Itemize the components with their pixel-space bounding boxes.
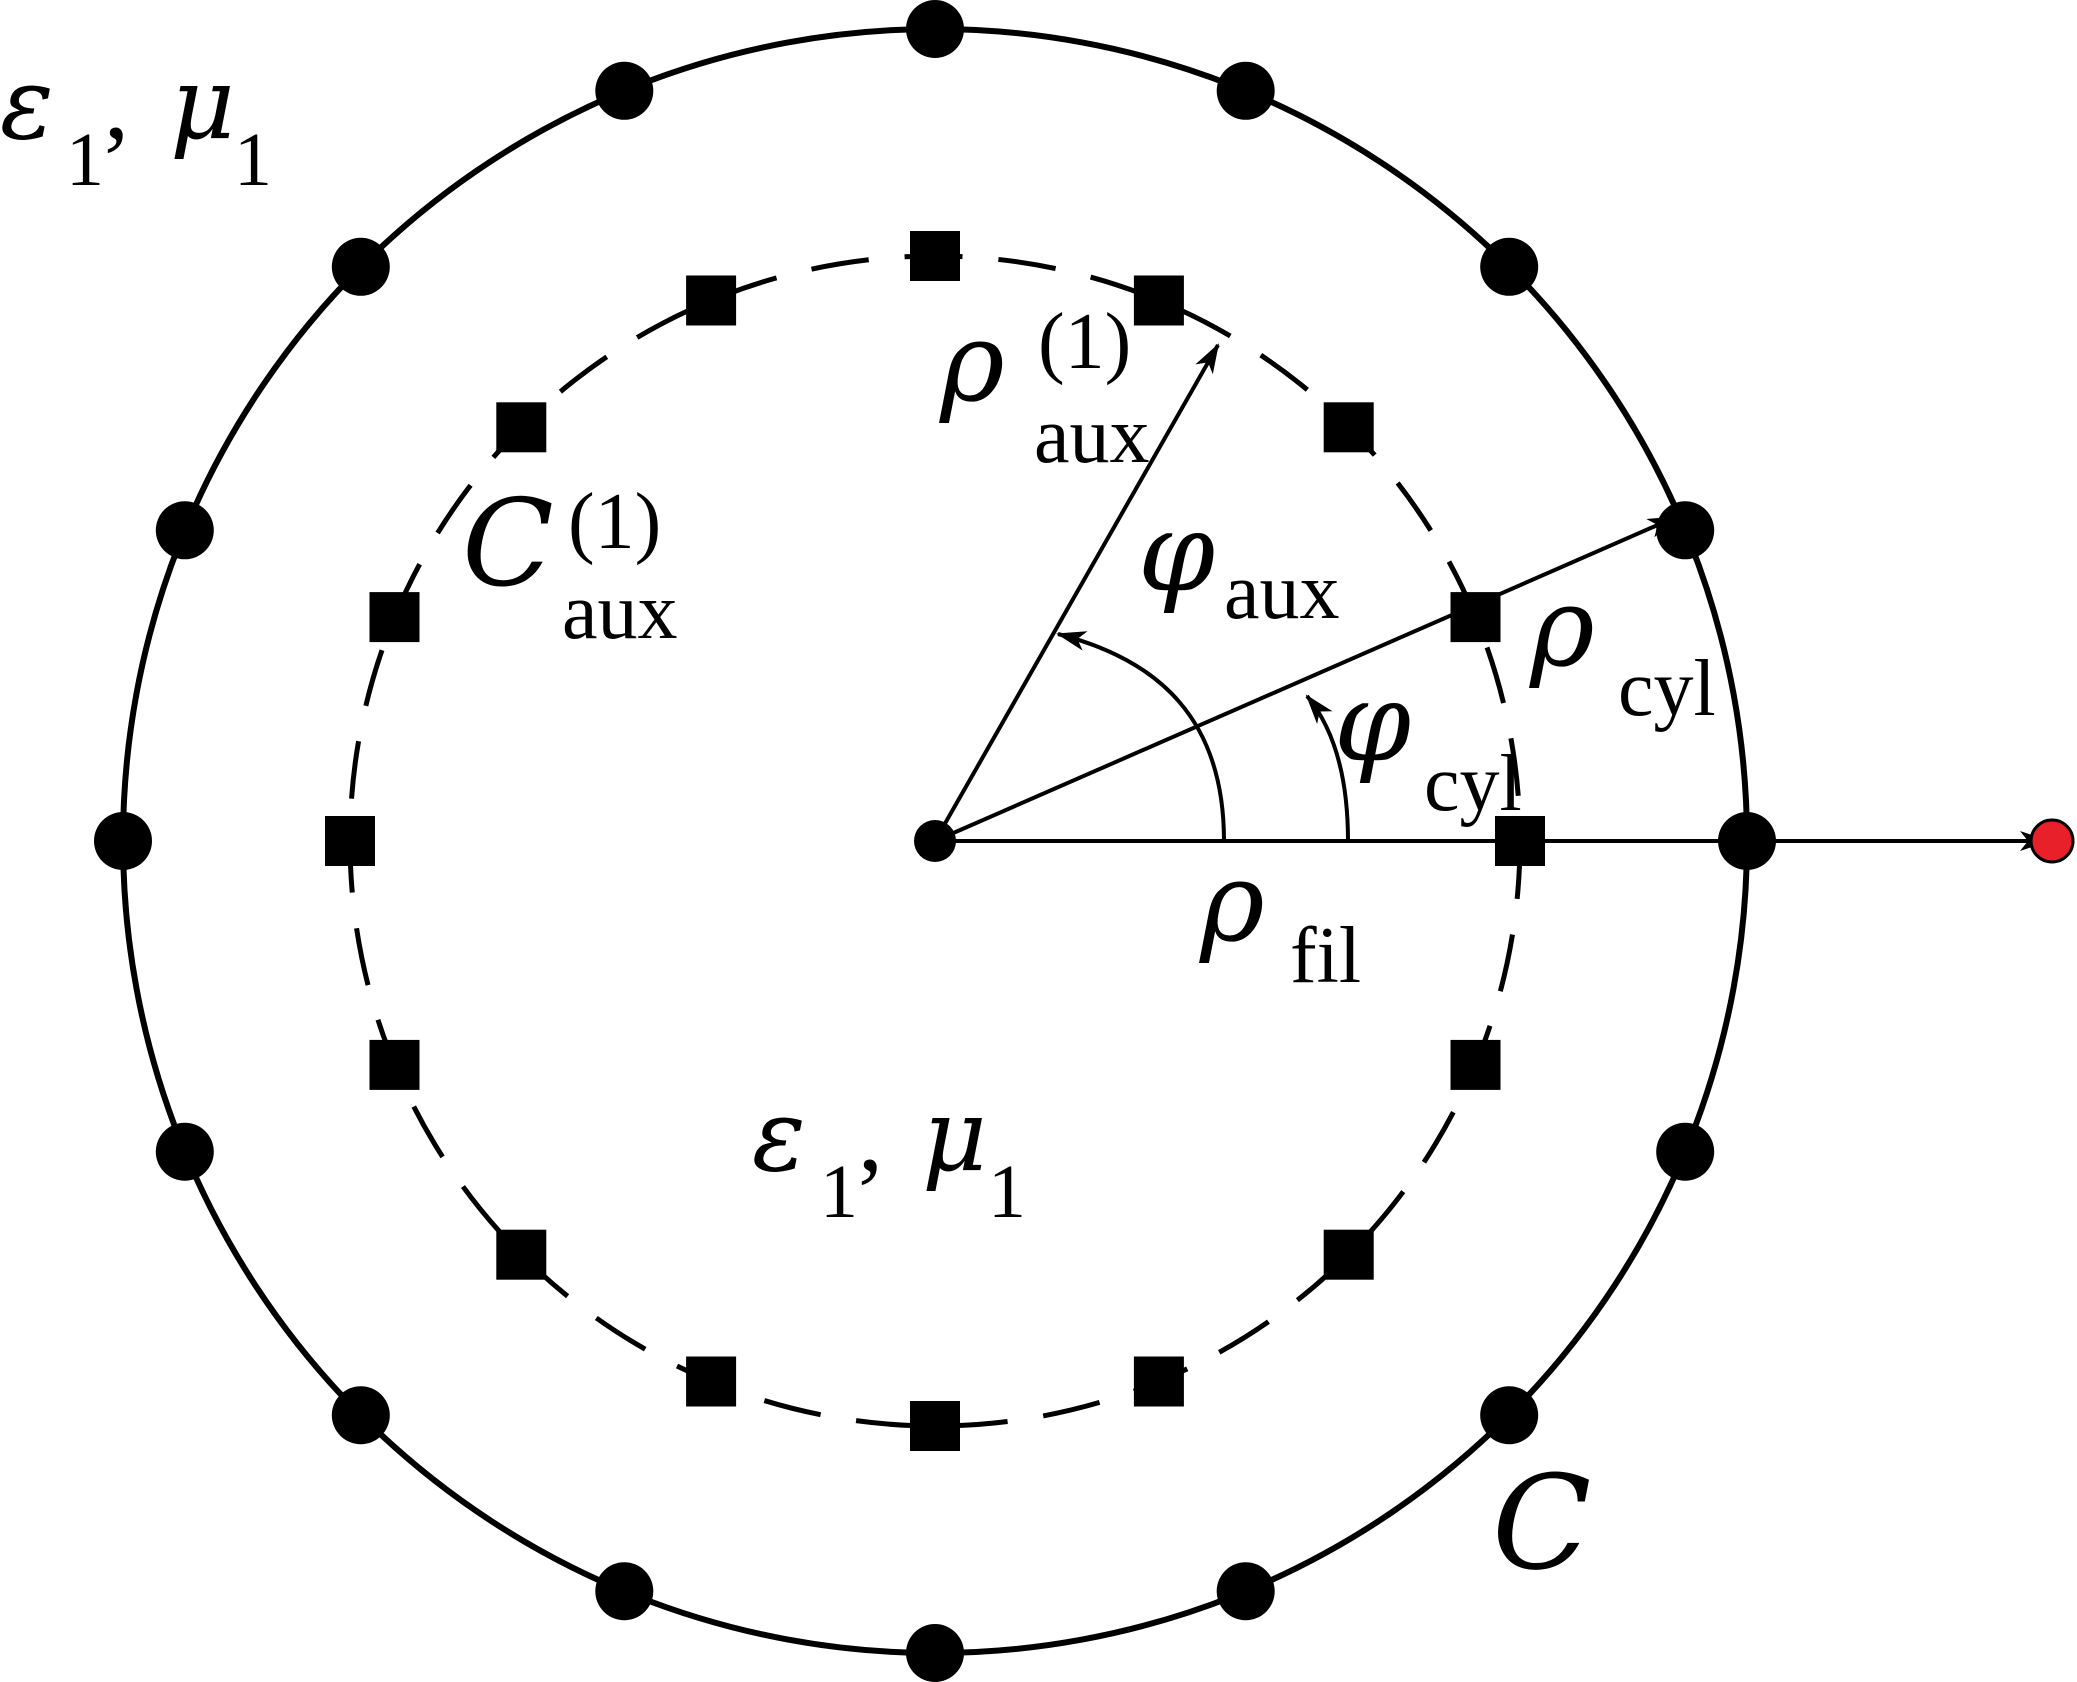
phi-cyl-arc xyxy=(1305,694,1350,842)
svg-text:μ: μ xyxy=(922,1077,987,1194)
svg-text:1: 1 xyxy=(820,1150,858,1234)
auxiliary-source xyxy=(686,1356,737,1407)
svg-text:aux: aux xyxy=(562,568,678,656)
svg-text:aux: aux xyxy=(1224,548,1340,636)
auxiliary-source xyxy=(1450,592,1501,643)
collocation-point xyxy=(155,1122,214,1181)
auxiliary-source xyxy=(910,231,960,281)
collocation-point xyxy=(1656,501,1715,560)
collocation-point xyxy=(331,1386,390,1445)
collocation-point xyxy=(906,0,964,58)
svg-text:ρ: ρ xyxy=(1529,563,1595,691)
filament-point xyxy=(2029,818,2075,864)
svg-text:(1): (1) xyxy=(1038,298,1131,386)
collocation-point xyxy=(595,61,654,120)
auxiliary-source xyxy=(1133,275,1184,326)
svg-text:ε: ε xyxy=(0,45,54,162)
collocation-points xyxy=(94,0,1776,1682)
collocation-point xyxy=(1656,1122,1715,1181)
svg-text:ρ: ρ xyxy=(1199,838,1265,966)
auxiliary-source xyxy=(1323,402,1374,453)
svg-text:C: C xyxy=(462,475,554,614)
collocation-point xyxy=(1216,61,1275,120)
auxiliary-source xyxy=(1133,1356,1184,1407)
collocation-point xyxy=(155,501,214,560)
svg-text:(1): (1) xyxy=(568,478,661,566)
svg-text:φ: φ xyxy=(1138,488,1215,616)
svg-text:fil: fil xyxy=(1290,912,1361,1000)
inner-medium-label: ε 1 , μ 1 xyxy=(752,1077,1026,1234)
collocation-point xyxy=(595,1562,654,1621)
svg-text:μ: μ xyxy=(170,45,235,162)
collocation-point xyxy=(1216,1562,1275,1621)
phi-cyl-label: φ cyl xyxy=(1334,658,1522,828)
contour-c-label: C xyxy=(1492,1447,1591,1599)
svg-text:1: 1 xyxy=(988,1150,1026,1234)
rho-fil-label: ρ fil xyxy=(1199,838,1361,1000)
rho-cyl-label: ρ cyl xyxy=(1529,563,1716,733)
collocation-point xyxy=(1480,237,1539,296)
rho-cyl-vector xyxy=(934,515,1678,843)
svg-text:cyl: cyl xyxy=(1424,740,1522,828)
svg-text:,: , xyxy=(104,49,129,160)
collocation-point xyxy=(906,1624,964,1682)
collocation-point xyxy=(94,812,152,870)
auxiliary-source xyxy=(496,402,547,453)
phi-aux-arc xyxy=(1056,631,1226,842)
rho-aux-vector xyxy=(933,343,1220,842)
auxiliary-source xyxy=(325,816,375,866)
auxiliary-source xyxy=(1323,1229,1374,1280)
svg-text:,: , xyxy=(858,1081,883,1192)
svg-text:φ: φ xyxy=(1334,658,1411,786)
svg-text:ρ: ρ xyxy=(939,298,1005,426)
c-aux-label: C (1) aux xyxy=(462,475,678,656)
auxiliary-source xyxy=(686,275,737,326)
rho-aux-label: ρ (1) aux xyxy=(939,298,1150,480)
svg-text:1: 1 xyxy=(234,118,272,202)
collocation-point xyxy=(331,237,390,296)
outer-medium-label: ε 1 , μ 1 xyxy=(0,45,272,202)
auxiliary-source xyxy=(910,1401,960,1451)
auxiliary-source xyxy=(1450,1039,1501,1090)
collocation-point xyxy=(1480,1386,1539,1445)
auxiliary-source xyxy=(496,1229,547,1280)
svg-text:aux: aux xyxy=(1034,392,1150,480)
phi-aux-label: φ aux xyxy=(1138,488,1340,636)
svg-text:1: 1 xyxy=(66,118,104,202)
auxiliary-source xyxy=(369,1039,420,1090)
svg-text:ε: ε xyxy=(752,1077,806,1194)
origin-point xyxy=(914,820,956,862)
svg-text:cyl: cyl xyxy=(1618,645,1716,733)
auxiliary-source xyxy=(369,592,420,643)
